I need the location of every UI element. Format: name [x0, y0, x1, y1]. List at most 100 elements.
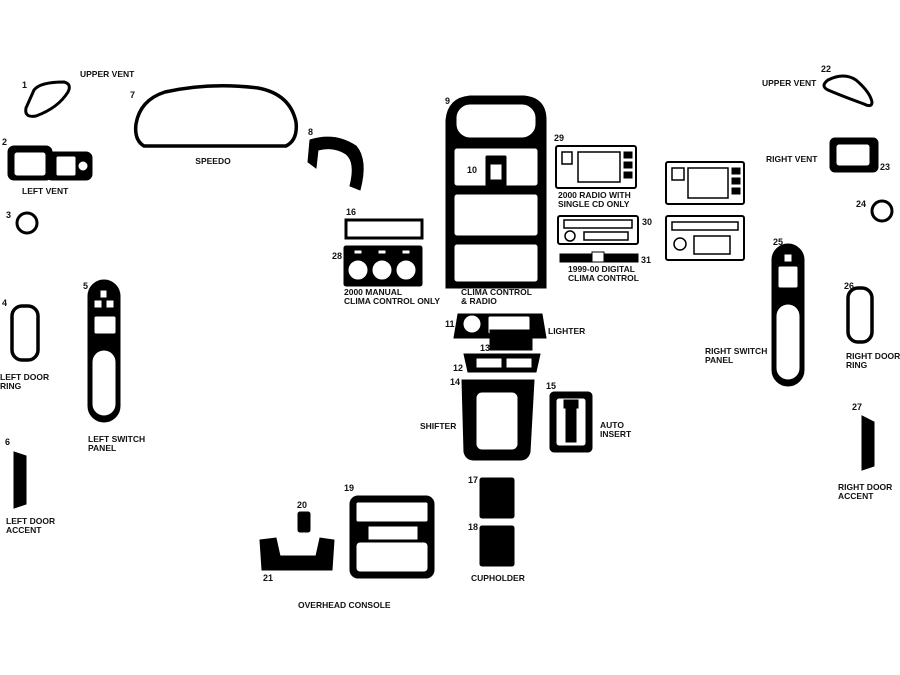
- part-number-11: 11: [445, 319, 455, 329]
- part-label-9: CLIMA CONTROL& RADIO: [461, 287, 532, 306]
- part-24-ring-shape: [870, 199, 894, 223]
- part-label-line: CLIMA CONTROL ONLY: [344, 296, 440, 306]
- part-number-23: 23: [880, 162, 890, 172]
- part-14-shifter-shape: [461, 379, 535, 461]
- part-29-radio-alt-shape: [665, 161, 745, 205]
- part-number-28: 28: [332, 251, 342, 261]
- part-label-line: PANEL: [705, 355, 733, 365]
- part-number-27: 27: [852, 402, 862, 412]
- part-label-line: INSERT: [600, 429, 632, 439]
- part-number-15: 15: [546, 381, 556, 391]
- part-label-line: 2000 MANUAL: [344, 287, 402, 297]
- part-label-line: CLIMA CONTROL: [568, 273, 639, 283]
- part-number-1: 1: [22, 80, 27, 90]
- part-22-upper-vent-shape: [822, 74, 874, 108]
- part-18-cupholder-shape: [479, 525, 515, 567]
- part-label-line: SPEEDO: [195, 156, 231, 166]
- part-number-12: 12: [453, 363, 463, 373]
- part-8-shape: [307, 136, 364, 191]
- part-3-ring-shape: [15, 211, 39, 235]
- part-number-8: 8: [308, 127, 313, 137]
- part-label-line: RIGHT DOOR: [846, 351, 900, 361]
- part-21-shape: [259, 537, 335, 571]
- part-number-30: 30: [642, 217, 652, 227]
- part-number-19: 19: [344, 483, 354, 493]
- part-label-line: UPPER VENT: [762, 78, 817, 88]
- part-number-16: 16: [346, 207, 356, 217]
- part-10-shape: [485, 155, 507, 187]
- part-26-right-door-ring-shape: [846, 286, 874, 344]
- part-number-10: 10: [467, 165, 477, 175]
- part-label-line: 1999-00 DIGITAL: [568, 264, 635, 274]
- part-label-line: LEFT SWITCH: [88, 434, 145, 444]
- part-label-line: ACCENT: [6, 525, 42, 535]
- part-29-radio-shape: [555, 145, 637, 189]
- part-label-line: UPPER VENT: [80, 69, 135, 79]
- part-label-line: 2000 RADIO WITH: [558, 190, 631, 200]
- part-number-24: 24: [856, 199, 866, 209]
- part-number-13: 13: [480, 343, 490, 353]
- part-13-shape: [489, 329, 533, 351]
- part-number-3: 3: [6, 210, 11, 220]
- part-label-line: & RADIO: [461, 296, 497, 306]
- part-label-line: RING: [0, 381, 22, 391]
- part-number-7: 7: [130, 90, 135, 100]
- part-label-line: LEFT DOOR: [6, 516, 55, 526]
- part-1-upper-vent-shape: [24, 80, 71, 118]
- part-7-speedo-shape: [133, 84, 299, 148]
- part-number-4: 4: [2, 298, 7, 308]
- part-label-14: SHIFTER: [420, 421, 456, 431]
- part-label-line: RIGHT DOOR: [838, 482, 892, 492]
- part-label-line: LEFT VENT: [22, 186, 69, 196]
- part-30-shape: [557, 215, 639, 245]
- part-number-20: 20: [297, 500, 307, 510]
- part-15-auto-insert-shape: [549, 391, 593, 453]
- part-2-left-vent-shape: [7, 145, 93, 181]
- part-label-line: CLIMA CONTROL: [461, 287, 532, 297]
- part-label-line: SHIFTER: [420, 421, 456, 431]
- part-label-line: RIGHT SWITCH: [705, 346, 767, 356]
- part-9-clima-radio-shape: [445, 95, 547, 289]
- part-number-29: 29: [554, 133, 564, 143]
- part-label-line: ACCENT: [838, 491, 874, 501]
- part-label-line: RING: [846, 360, 868, 370]
- part-label-line: RIGHT VENT: [766, 154, 818, 164]
- part-number-21: 21: [263, 573, 273, 583]
- part-number-5: 5: [83, 281, 88, 291]
- part-20-shape: [297, 511, 311, 533]
- part-label-7: SPEEDO: [195, 156, 231, 166]
- part-label-23: RIGHT VENT: [766, 154, 818, 164]
- part-label-line: OVERHEAD CONSOLE: [298, 600, 391, 610]
- part-31-digital-clima-shape: [559, 251, 639, 263]
- part-23-right-vent-shape: [829, 137, 879, 173]
- part-label-line: AUTO: [600, 420, 624, 430]
- part-28-manual-clima-shape: [343, 245, 423, 287]
- part-number-14: 14: [450, 377, 460, 387]
- part-label-2: LEFT VENT: [22, 186, 69, 196]
- part-5-left-switch-panel-shape: [87, 279, 121, 423]
- part-label-18: CUPHOLDER: [471, 573, 525, 583]
- part-number-17: 17: [468, 475, 478, 485]
- part-label-22: UPPER VENT: [762, 78, 817, 88]
- part-number-6: 6: [5, 437, 10, 447]
- part-number-26: 26: [844, 281, 854, 291]
- part-6-left-door-accent-shape: [13, 451, 27, 509]
- part-label-line: LEFT DOOR: [0, 372, 49, 382]
- part-label-11: LIGHTER: [548, 326, 585, 336]
- part-4-left-door-ring-shape: [10, 304, 40, 362]
- part-27-right-door-accent-shape: [861, 415, 875, 471]
- part-25-right-switch-panel-shape: [771, 243, 805, 387]
- part-17-shape: [479, 477, 515, 519]
- part-number-9: 9: [445, 96, 450, 106]
